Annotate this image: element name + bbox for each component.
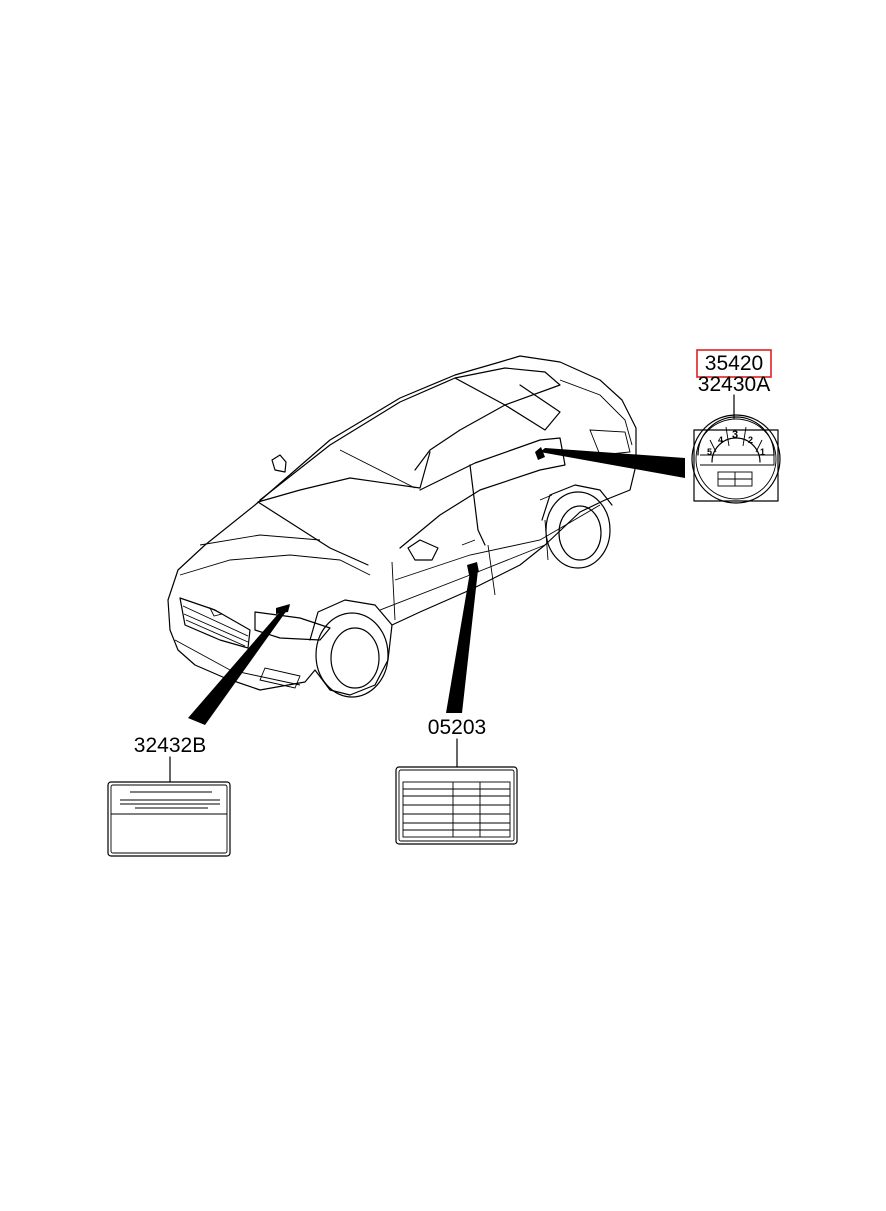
dial-number-3: 3 bbox=[732, 429, 738, 441]
part-number-05203: 05203 bbox=[428, 716, 486, 739]
car-illustration bbox=[167, 355, 637, 698]
emission-label-callout: 32432B bbox=[107, 734, 231, 857]
dial-number-1: 1 bbox=[760, 447, 765, 457]
dial-number-5: 5 bbox=[707, 447, 712, 457]
leader-tire-label bbox=[446, 570, 478, 713]
leader-fuel-label bbox=[540, 448, 685, 478]
part-number-35420: 35420 bbox=[705, 352, 763, 375]
highlight-box bbox=[696, 349, 772, 378]
part-number-32432B: 32432B bbox=[134, 734, 206, 757]
dial-number-4: 4 bbox=[718, 435, 723, 445]
tire-label-callout: 05203 bbox=[395, 716, 518, 845]
part-number-32430A: 32430A bbox=[698, 373, 770, 396]
fuel-label-callout: 35420 32430A 5 4 3 2 1 bbox=[691, 349, 781, 504]
leader-emission-label bbox=[188, 606, 290, 725]
dial-number-2: 2 bbox=[748, 435, 753, 445]
